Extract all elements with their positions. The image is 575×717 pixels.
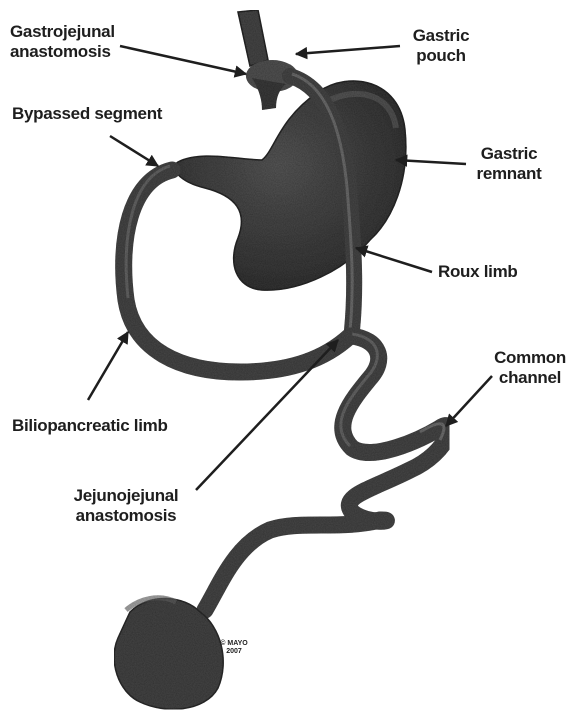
label-line: Jejunojejunal bbox=[64, 486, 188, 506]
gi-tract-illustration bbox=[114, 10, 449, 709]
label-bypassed-segment: Bypassed segment bbox=[12, 104, 162, 124]
label-biliopancreatic-limb: Biliopancreatic limb bbox=[12, 416, 168, 436]
arrow-roux-limb bbox=[356, 248, 432, 272]
gastric-remnant bbox=[174, 81, 405, 290]
copyright-year: 2007 bbox=[214, 648, 254, 656]
label-gastric-remnant: Gastric remnant bbox=[466, 144, 552, 184]
arrow-gastric-pouch bbox=[296, 46, 400, 54]
arrow-biliopancreatic-limb bbox=[88, 332, 128, 400]
label-jejunojejunal-anastomosis: Jejunojejunal anastomosis bbox=[64, 486, 188, 526]
label-line: pouch bbox=[404, 46, 478, 66]
copyright-mark: © MAYO 2007 bbox=[214, 640, 254, 656]
label-gastric-pouch: Gastric pouch bbox=[404, 26, 478, 66]
label-line: Gastrojejunal bbox=[10, 22, 115, 42]
arrow-common-channel bbox=[446, 376, 492, 426]
label-line: remnant bbox=[466, 164, 552, 184]
label-line: Gastric bbox=[404, 26, 478, 46]
arrow-gastrojejunal-anastomosis bbox=[120, 46, 246, 74]
label-common-channel: Common channel bbox=[490, 348, 570, 388]
arrow-bypassed-segment bbox=[110, 136, 158, 166]
label-line: Gastric bbox=[466, 144, 552, 164]
copyright-line: © MAYO bbox=[214, 640, 254, 648]
label-gastrojejunal-anastomosis: Gastrojejunal anastomosis bbox=[10, 22, 115, 62]
label-line: Common bbox=[490, 348, 570, 368]
label-line: anastomosis bbox=[10, 42, 115, 62]
label-line: anastomosis bbox=[64, 506, 188, 526]
label-roux-limb: Roux limb bbox=[438, 262, 517, 282]
arrow-gastric-remnant bbox=[396, 160, 466, 164]
label-line: channel bbox=[490, 368, 570, 388]
esophagus bbox=[238, 10, 268, 66]
